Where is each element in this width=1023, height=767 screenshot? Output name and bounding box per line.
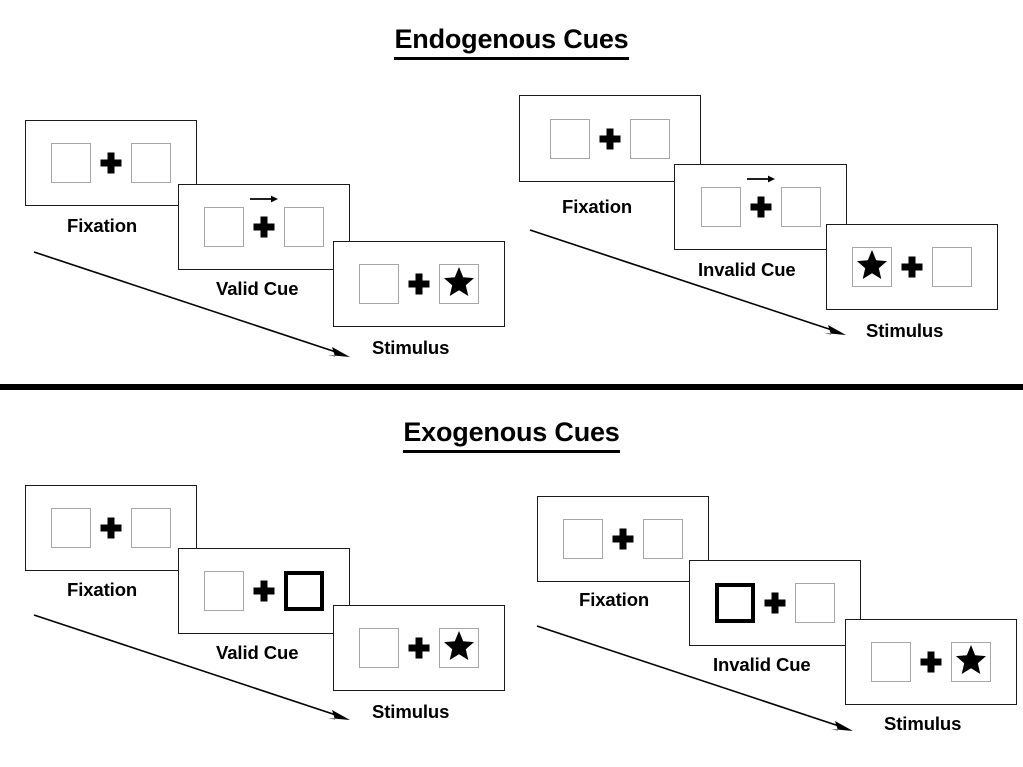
placeholder-box-left [359, 628, 399, 668]
trial-frame-exogenous-valid-stimulus [333, 605, 505, 691]
placeholder-box-left [871, 642, 911, 682]
placeholder-box-right [131, 143, 171, 183]
placeholder-box-left [563, 519, 603, 559]
section-title-endogenous: Endogenous Cues [0, 24, 1023, 60]
plus-icon [91, 508, 131, 548]
cued-box-right [284, 571, 324, 611]
frame-content [359, 264, 479, 304]
plus-icon [755, 583, 795, 623]
section-title-endogenous-text: Endogenous Cues [394, 24, 629, 60]
plus-icon [244, 571, 284, 611]
star-icon [956, 645, 986, 679]
plus-icon [399, 628, 439, 668]
caption-endogenous-invalid-cue: Invalid Cue [698, 259, 796, 280]
section-divider [0, 384, 1023, 390]
placeholder-box-left [51, 508, 91, 548]
target-box-left [852, 247, 892, 287]
plus-icon [244, 195, 284, 247]
trial-frame-endogenous-valid-cue [178, 184, 350, 270]
frame-content [700, 175, 821, 227]
cued-box-left [715, 583, 755, 623]
caption-endogenous-valid-stimulus: Stimulus [372, 337, 450, 358]
caption-exogenous-invalid-fixation: Fixation [579, 589, 650, 610]
star-icon [444, 267, 474, 301]
target-box-right [951, 642, 991, 682]
section-title-exogenous: Exogenous Cues [0, 417, 1023, 453]
frame-content [715, 583, 835, 623]
right-arrow-cue-icon [746, 173, 776, 185]
placeholder-box-left [550, 118, 590, 159]
placeholder-box-right [795, 583, 835, 623]
plus-icon [741, 175, 781, 227]
caption-exogenous-invalid-stimulus: Stimulus [884, 713, 962, 734]
trial-frame-endogenous-invalid-stimulus [826, 224, 998, 310]
placeholder-box-right [643, 519, 683, 559]
target-box-right [439, 264, 479, 304]
plus-icon [399, 264, 439, 304]
placeholder-box-left [204, 207, 244, 247]
frame-content [563, 519, 683, 559]
plus-icon [590, 119, 630, 159]
caption-endogenous-invalid-stimulus: Stimulus [866, 320, 944, 341]
target-box-right [439, 628, 479, 668]
trial-frame-endogenous-valid-stimulus [333, 241, 505, 327]
caption-exogenous-valid-fixation: Fixation [67, 579, 138, 600]
plus-icon [603, 519, 643, 559]
trial-frame-endogenous-invalid-cue [674, 164, 847, 250]
placeholder-box-right [131, 508, 171, 548]
placeholder-box-left [359, 264, 399, 304]
plus-icon [91, 143, 131, 183]
star-icon [857, 250, 887, 284]
frame-content [852, 247, 972, 287]
frame-content [51, 508, 171, 548]
frame-content [871, 642, 991, 682]
trial-frame-exogenous-invalid-fixation [537, 496, 709, 582]
caption-endogenous-valid-cue: Valid Cue [216, 278, 299, 299]
placeholder-box-left [51, 143, 91, 183]
star-icon [444, 631, 474, 665]
trial-frame-endogenous-invalid-fixation [519, 95, 701, 182]
placeholder-box-left [700, 187, 741, 227]
trial-frame-exogenous-invalid-stimulus [845, 619, 1017, 705]
frame-content [359, 628, 479, 668]
section-title-exogenous-text: Exogenous Cues [403, 417, 620, 453]
placeholder-box-right [630, 118, 670, 159]
frame-content [204, 571, 324, 611]
right-arrow-cue-icon [249, 193, 279, 205]
placeholder-box-right [284, 207, 324, 247]
trial-frame-exogenous-valid-fixation [25, 485, 197, 571]
plus-icon [911, 642, 951, 682]
frame-content [550, 118, 670, 159]
frame-content [51, 143, 171, 183]
trial-frame-exogenous-valid-cue [178, 548, 350, 634]
plus-icon [892, 247, 932, 287]
placeholder-box-right [780, 187, 821, 227]
frame-content [204, 195, 324, 247]
caption-exogenous-invalid-cue: Invalid Cue [713, 654, 811, 675]
trial-frame-exogenous-invalid-cue [689, 560, 861, 646]
placeholder-box-right [932, 247, 972, 287]
caption-exogenous-valid-stimulus: Stimulus [372, 701, 450, 722]
placeholder-box-left [204, 571, 244, 611]
caption-endogenous-valid-fixation: Fixation [67, 215, 138, 236]
caption-endogenous-invalid-fixation: Fixation [562, 196, 633, 217]
trial-frame-endogenous-valid-fixation [25, 120, 197, 206]
caption-exogenous-valid-cue: Valid Cue [216, 642, 299, 663]
